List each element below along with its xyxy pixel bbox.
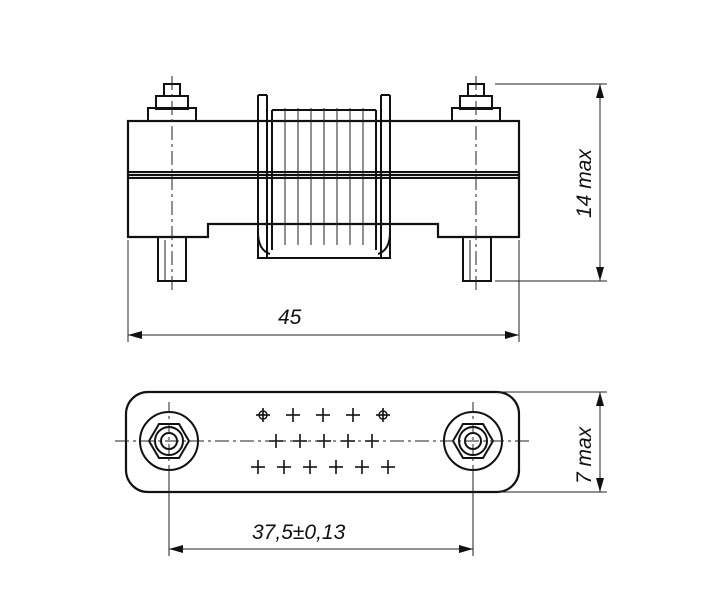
contact-cross bbox=[355, 460, 369, 474]
contact-cross bbox=[286, 408, 300, 422]
contact-cross bbox=[303, 460, 317, 474]
pin-pitch-dimension: 37,5±0,13 bbox=[168, 470, 474, 556]
pin-pitch-label: 37,5±0,13 bbox=[252, 521, 346, 544]
bottom-view bbox=[115, 390, 530, 494]
contact-cross bbox=[381, 460, 395, 474]
contact-cross bbox=[329, 460, 343, 474]
contact-cross bbox=[256, 408, 270, 422]
contact-cross bbox=[251, 460, 265, 474]
contact-cross bbox=[376, 408, 390, 422]
contact-key-marker bbox=[378, 410, 388, 420]
front-height-dimension: 14 max bbox=[495, 83, 607, 282]
contact-pack bbox=[257, 94, 391, 259]
contact-key-marker bbox=[258, 410, 268, 420]
contact-cross bbox=[346, 408, 360, 422]
bottom-height-label: 7 max bbox=[573, 425, 596, 484]
contact-cross bbox=[277, 460, 291, 474]
front-view-lower-block bbox=[126, 175, 521, 239]
front-width-dimension: 45 bbox=[127, 240, 520, 342]
bottom-height-dimension: 7 max bbox=[497, 391, 607, 493]
right-guide-pin bbox=[462, 236, 492, 282]
front-width-label: 45 bbox=[278, 306, 302, 329]
front-view bbox=[126, 76, 521, 290]
contact-cross bbox=[316, 408, 330, 422]
front-height-label: 14 max bbox=[573, 148, 596, 218]
bottom-view-body bbox=[124, 390, 521, 494]
